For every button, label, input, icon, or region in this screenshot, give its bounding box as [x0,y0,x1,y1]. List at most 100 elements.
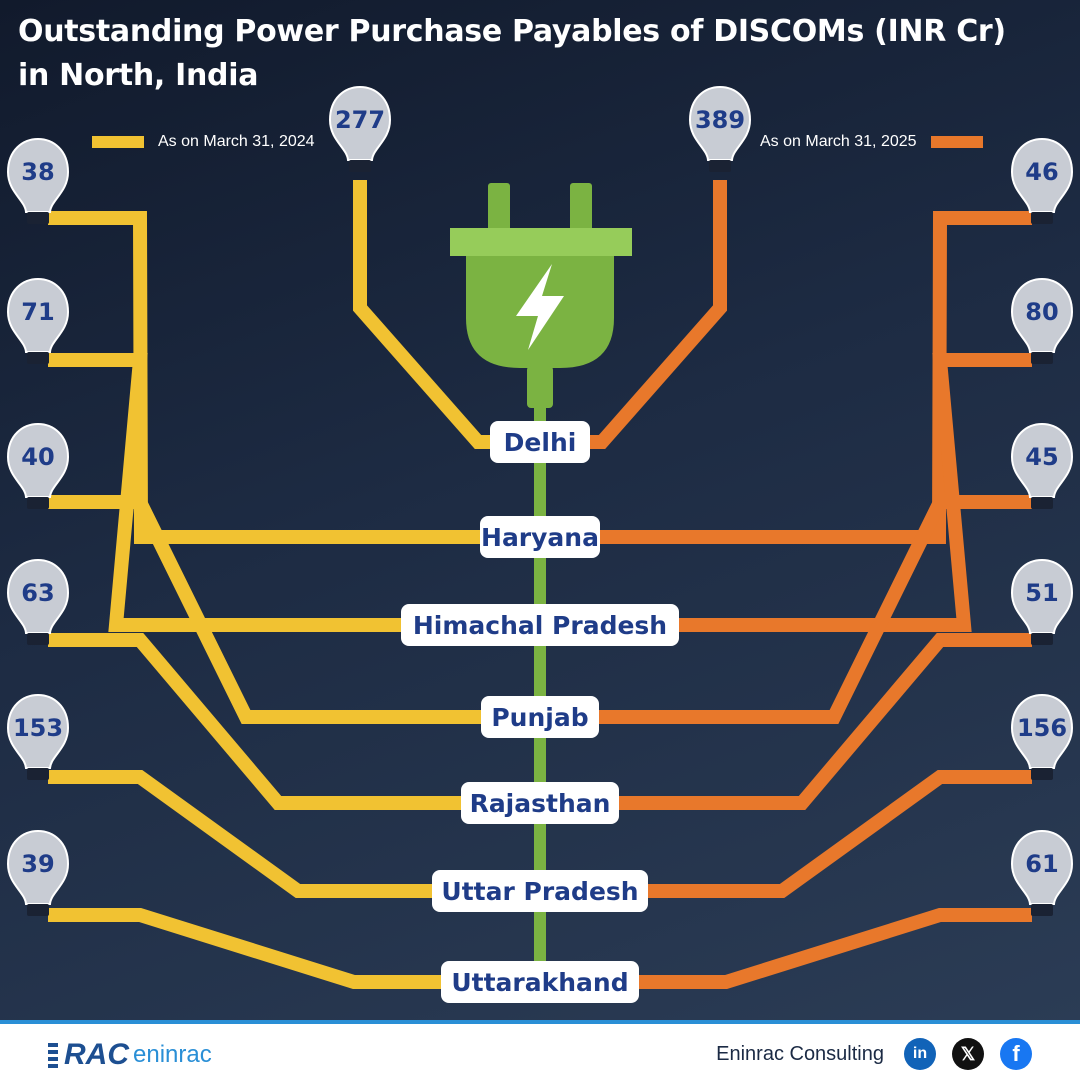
bulb-2024-haryana: 38 [6,138,70,224]
chart-title-line1: Outstanding Power Purchase Payables of D… [18,14,1006,49]
bulb-2025-uttarakhand: 61 [1010,830,1074,916]
plug-neck [527,366,553,408]
bulb-2025-uttar-pradesh-base [1031,768,1053,780]
bulb-2024-uttarakhand-base [27,904,49,916]
bulb-2024-haryana-glass [6,138,70,213]
state-label-uttar-pradesh: Uttar Pradesh [432,870,648,912]
bulb-2024-uttarakhand-glass [6,830,70,905]
bulb-2025-rajasthan-base [1031,633,1053,645]
chart-title: Outstanding Power Purchase Payables of D… [18,10,1058,98]
bulb-2025-rajasthan-glass [1010,559,1074,634]
bulb-2025-himachal-pradesh-value: 80 [1025,298,1058,326]
bulb-2024-uttarakhand: 39 [6,830,70,916]
state-label-box [481,696,599,738]
connector-2025-punjab [550,495,1032,724]
state-label-haryana: Haryana [480,516,600,558]
bulb-2025-rajasthan: 51 [1010,559,1074,645]
legend-label-2024: As on March 31, 2024 [158,133,315,150]
state-label-rajasthan: Rajasthan [461,782,619,824]
state-label-text: Rajasthan [470,789,611,818]
bulb-2024-delhi: 277 [328,86,392,172]
connector-2025-haryana [550,211,1032,544]
state-label-text: Uttarakhand [451,968,628,997]
lightning-bolt-icon [516,264,564,350]
state-label-text: Delhi [504,428,577,457]
bulb-2025-uttar-pradesh: 156 [1010,694,1074,780]
bulb-2025-punjab: 45 [1010,423,1074,509]
bulb-2025-delhi-value: 389 [695,106,745,134]
bulb-2024-punjab-glass [6,423,70,498]
bulb-2024-himachal-pradesh-base [27,352,49,364]
brand-logo-bars [48,1042,58,1068]
state-label-punjab: Punjab [481,696,599,738]
facebook-icon[interactable]: f [1000,1038,1032,1070]
connector-2025-himachal-pradesh [550,353,1032,632]
chart-canvas: 277 389 38 46 71 80 40 45 63 51 153 156 39 61 DelhiHar… [6,86,1074,1003]
bulb-2024-uttar-pradesh-glass [6,694,70,769]
x-twitter-icon[interactable]: 𝕏 [952,1038,984,1070]
brand-logo-mark: RAC [64,1038,129,1071]
chart-title-line2: in North, India [18,58,259,93]
state-label-text: Haryana [481,523,599,552]
bulb-2025-punjab-base [1031,497,1053,509]
state-label-box [441,961,639,1003]
bulb-2025-himachal-pradesh-glass [1010,278,1074,353]
bulb-2024-haryana-value: 38 [21,158,54,186]
legend-2025: As on March 31, 2025 [760,130,983,154]
footer: RAC eninrac Eninrac Consulting in 𝕏 f [0,1020,1080,1080]
connector-2024-himachal-pradesh [48,353,530,632]
connector-2024-haryana [48,211,530,544]
state-label-uttarakhand: Uttarakhand [441,961,639,1003]
bulb-2024-punjab-base [27,497,49,509]
bulb-2024-delhi-base [349,160,371,172]
legend-label-2025: As on March 31, 2025 [760,133,917,150]
bulb-2025-uttar-pradesh-value: 156 [1017,714,1067,742]
bulb-2025-uttarakhand-value: 61 [1025,850,1058,878]
bulb-2025-haryana-base [1031,212,1053,224]
bulb-2024-rajasthan-glass [6,559,70,634]
bulb-2025-himachal-pradesh: 80 [1010,278,1074,364]
state-label-box [432,870,648,912]
bulb-2024-himachal-pradesh-glass [6,278,70,353]
bulb-2025-rajasthan-value: 51 [1025,579,1058,607]
legend-swatch-2025 [930,136,983,148]
state-label-text: Himachal Pradesh [413,611,667,640]
state-label-box [461,782,619,824]
bulb-2025-delhi-glass [688,86,752,161]
bulb-2024-uttarakhand-value: 39 [21,850,54,878]
linkedin-icon[interactable]: in [904,1038,936,1070]
plug-icon [450,183,632,408]
plug-prong-left [488,183,510,233]
connector-2025-rajasthan [550,633,1032,810]
bulb-2025-punjab-glass [1010,423,1074,498]
brand-logo-name: eninrac [133,1041,212,1068]
connector-2025-uttar-pradesh [550,770,1032,898]
bulb-2024-uttar-pradesh-value: 153 [13,714,63,742]
state-label-delhi: Delhi [490,421,590,463]
bulb-2025-haryana-value: 46 [1025,158,1058,186]
footer-right: Eninrac Consulting in 𝕏 f [716,1036,1032,1072]
bulb-2025-himachal-pradesh-base [1031,352,1053,364]
state-label-box [490,421,590,463]
bulb-2025-punjab-value: 45 [1025,443,1058,471]
bulb-2024-delhi-value: 277 [335,106,385,134]
legend-swatch-2024 [92,136,144,148]
bulb-2025-delhi-base [709,160,731,172]
bulb-2025-uttarakhand-glass [1010,830,1074,905]
bulb-2024-punjab: 40 [6,423,70,509]
bulb-2024-himachal-pradesh: 71 [6,278,70,364]
bulb-2025-delhi: 389 [688,86,752,172]
company-name: Eninrac Consulting [716,1042,884,1065]
bulb-2024-punjab-value: 40 [21,443,54,471]
bulb-2025-uttarakhand-base [1031,904,1053,916]
bulb-2024-himachal-pradesh-value: 71 [21,298,54,326]
connector-2024-rajasthan [48,633,530,810]
legend-2024: As on March 31, 2024 [92,130,315,154]
bulb-2024-uttar-pradesh: 153 [6,694,70,780]
bulb-2024-rajasthan-base [27,633,49,645]
state-label-text: Punjab [491,703,588,732]
state-label-text: Uttar Pradesh [441,877,638,906]
bulb-2024-delhi-glass [328,86,392,161]
bulb-2024-haryana-base [27,212,49,224]
bulb-2024-rajasthan: 63 [6,559,70,645]
